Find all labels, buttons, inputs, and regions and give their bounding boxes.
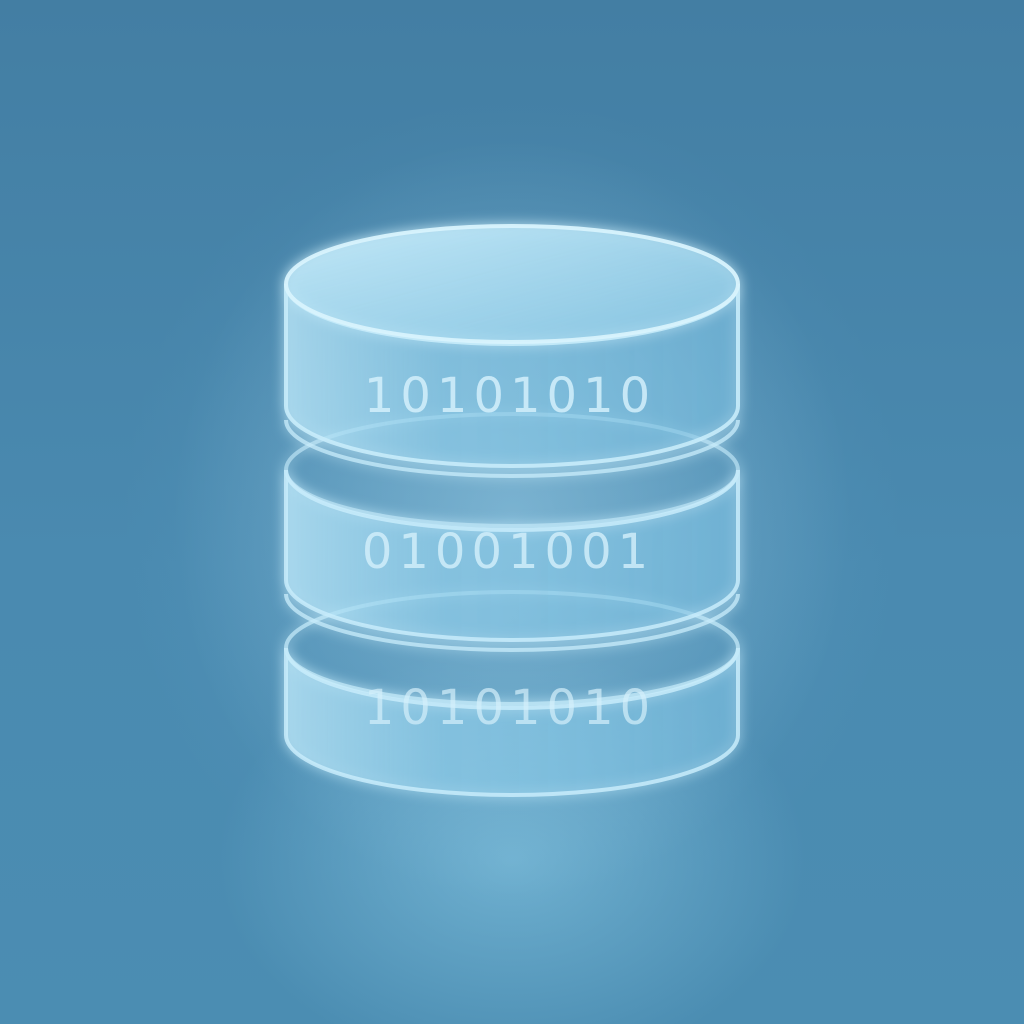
- binary-text-bottom: 10101010: [364, 680, 656, 736]
- binary-text-middle: 01001001: [362, 524, 654, 580]
- disk-top: [284, 224, 740, 478]
- binary-text-top: 10101010: [364, 368, 656, 424]
